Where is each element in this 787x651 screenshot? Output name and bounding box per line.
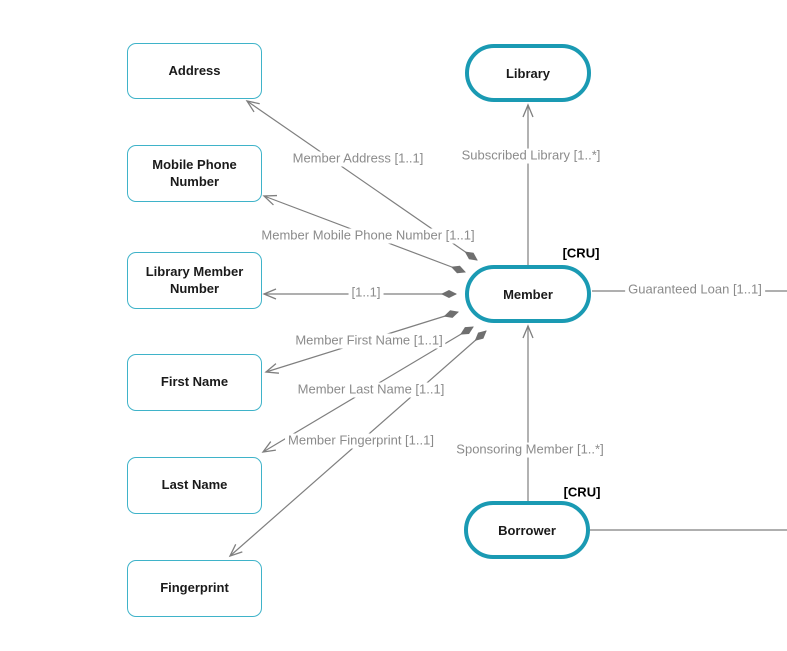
entity-label: Member [503,286,553,302]
attribute-label: First Name [160,374,229,390]
crud-annotation-borrower: [CRU] [561,484,603,500]
entity-borrower[interactable]: Borrower [464,501,590,559]
entity-label: Borrower [498,522,556,538]
edge-label-guaranteed-loan[interactable]: Guaranteed Loan [1..1] [625,282,765,298]
edge-label-member-first-name[interactable]: Member First Name [1..1] [292,333,446,349]
edge-label-member-mobile-phone-number[interactable]: Member Mobile Phone Number [1..1] [258,228,478,244]
attribute-label: Mobile Phone Number [152,157,237,189]
attribute-box-address[interactable]: Address [127,43,262,99]
edge-label-member-library-member-number[interactable]: [1..1] [348,285,384,301]
attribute-box-library-member-number[interactable]: Library Member Number [127,252,262,309]
entity-label: Library [505,65,551,81]
attribute-label: Last Name [161,477,228,493]
attribute-box-mobile-phone-number[interactable]: Mobile Phone Number [127,145,262,202]
attribute-label: Fingerprint [160,580,229,596]
edge-label-sponsoring-member[interactable]: Sponsoring Member [1..*] [453,442,607,458]
edge-label-member-fingerprint[interactable]: Member Fingerprint [1..1] [285,433,437,449]
attribute-label: Address [168,62,221,78]
attribute-label: Library Member Number [145,264,244,296]
crud-annotation-member: [CRU] [560,245,602,261]
attribute-box-fingerprint[interactable]: Fingerprint [127,560,262,617]
entity-member[interactable]: Member [465,265,591,323]
entity-library[interactable]: Library [465,44,591,102]
attribute-box-last-name[interactable]: Last Name [127,457,262,514]
edge-label-member-address[interactable]: Member Address [1..1] [289,151,427,167]
edge-label-subscribed-library[interactable]: Subscribed Library [1..*] [458,148,604,164]
attribute-box-first-name[interactable]: First Name [127,354,262,411]
edge-label-member-last-name[interactable]: Member Last Name [1..1] [294,382,448,398]
